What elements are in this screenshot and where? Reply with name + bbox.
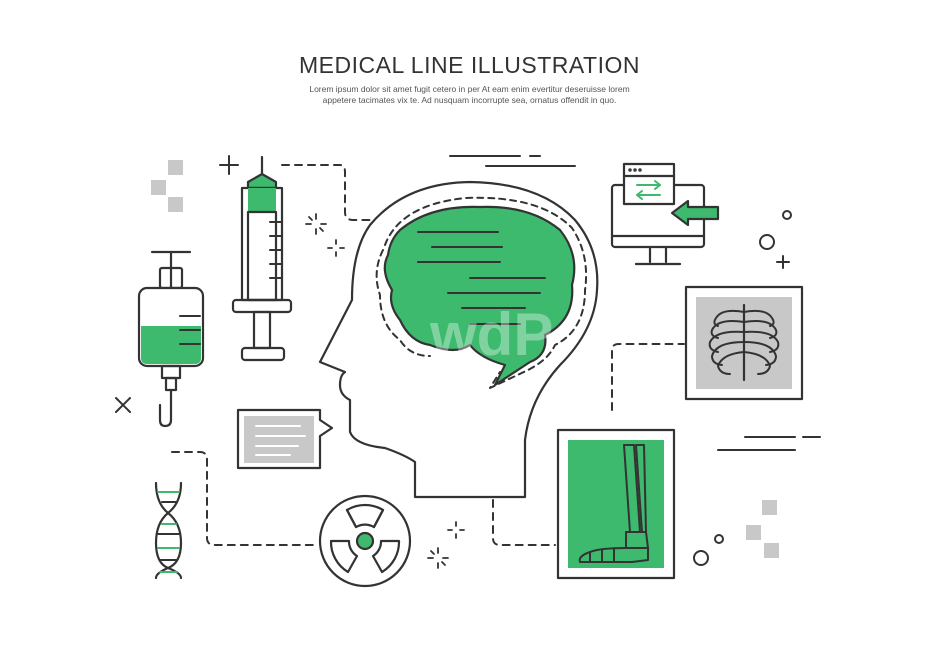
cross-icon	[115, 397, 131, 413]
circle-icon	[714, 534, 724, 544]
syringe-icon	[231, 155, 293, 362]
sparkle-icon	[305, 213, 327, 235]
plus-icon	[776, 255, 790, 269]
dna-icon	[154, 481, 183, 580]
head-brain-icon	[318, 180, 599, 499]
decorations	[115, 155, 792, 569]
connector-lines	[171, 164, 685, 546]
header: MEDICAL LINE ILLUSTRATION Lorem ipsum do…	[0, 50, 939, 106]
page-title: MEDICAL LINE ILLUSTRATION	[299, 52, 640, 78]
accent-lines	[449, 155, 821, 451]
sparkle-icon	[327, 239, 345, 257]
chat-bubble-icon	[236, 408, 334, 470]
circle-icon	[693, 550, 709, 566]
circle-icon	[782, 210, 792, 220]
sparkle-icon	[427, 547, 449, 569]
circle-icon	[759, 234, 775, 250]
sparkle-icon	[447, 521, 465, 539]
iv-bag-icon	[137, 250, 205, 428]
radiation-icon	[318, 494, 412, 588]
chest-xray-icon	[684, 285, 804, 401]
plus-icon	[219, 155, 239, 175]
monitor-icon	[610, 162, 720, 266]
gray-squares	[151, 160, 779, 558]
leg-xray-icon	[556, 428, 676, 580]
watermark-text: wdP	[429, 301, 553, 368]
page-subtitle: Lorem ipsum dolor sit amet fugit cetero …	[0, 84, 939, 106]
subtitle-line-1: Lorem ipsum dolor sit amet fugit cetero …	[309, 84, 630, 94]
subtitle-line-2: appetere tacimates vix te. Ad nusquam in…	[322, 95, 617, 105]
